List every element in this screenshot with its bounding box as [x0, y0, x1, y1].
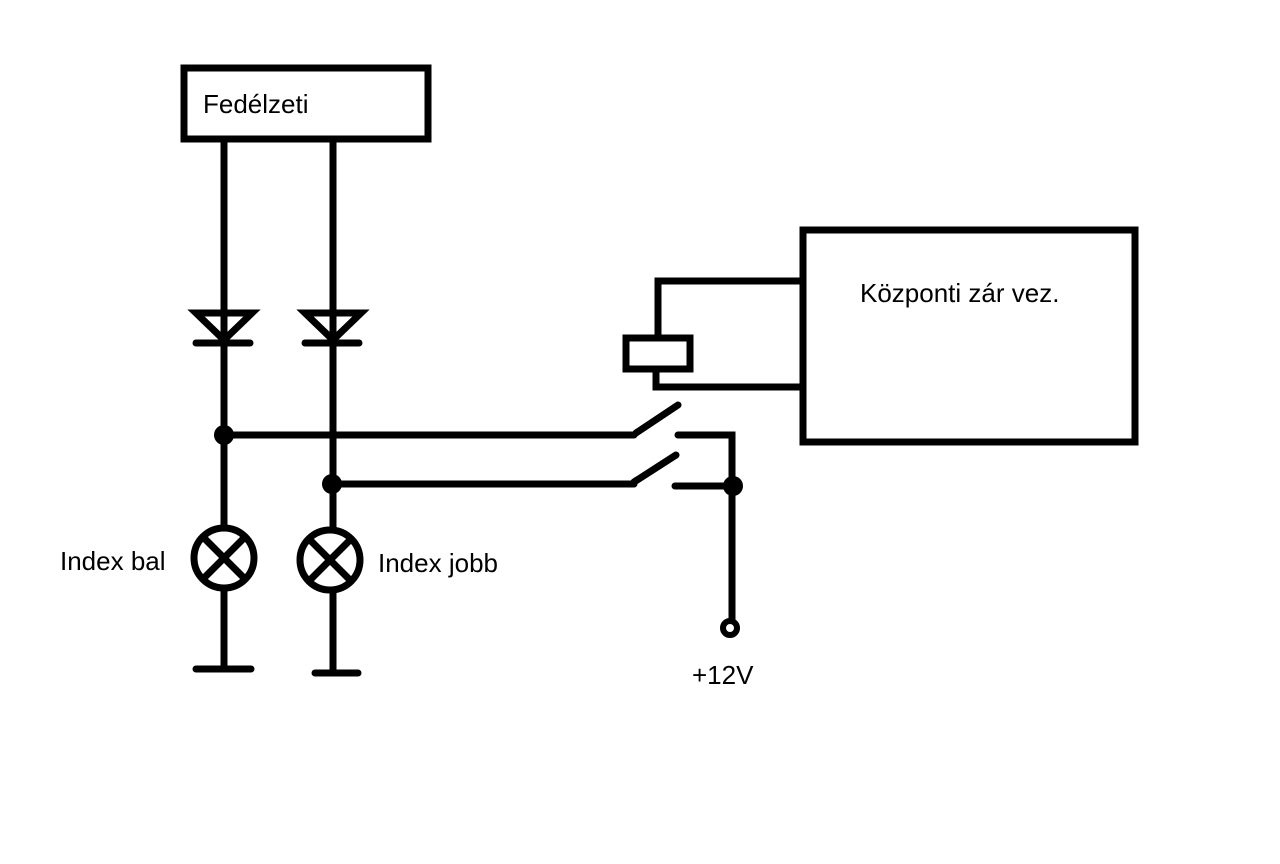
diode-right-triangle: [296, 309, 370, 345]
junction-dot-right: [322, 474, 342, 494]
lamp-right: [296, 526, 364, 594]
lamp-right-cross-b: [305, 535, 355, 585]
onboard-unit-block: [180, 64, 432, 143]
diode-right: [296, 309, 370, 347]
lamp-left-label: Index bal: [60, 546, 166, 576]
lamp-left-cross-b: [199, 533, 249, 583]
relay-coil: [622, 334, 694, 373]
supply-wire: [674, 431, 736, 626]
onboard-unit-label: Fedélzeti: [203, 89, 309, 119]
diode-left: [187, 309, 261, 347]
supply-label: +12V: [692, 660, 754, 690]
junction-dot-left: [214, 425, 234, 445]
supply-terminal: [720, 618, 740, 638]
relay-contact-1: [632, 401, 682, 437]
lamp-left: [190, 524, 258, 592]
relay-contact-2: [630, 451, 680, 486]
diode-left-triangle: [187, 309, 261, 345]
central-lock-controller-label: Központi zár vez.: [860, 278, 1059, 308]
junction-dot-supply: [723, 476, 743, 496]
coil-wire-bottom: [652, 365, 807, 391]
lamp-right-label: Index jobb: [378, 548, 498, 578]
coil-wire-top: [654, 277, 807, 342]
central-lock-controller-block: [799, 226, 1139, 446]
